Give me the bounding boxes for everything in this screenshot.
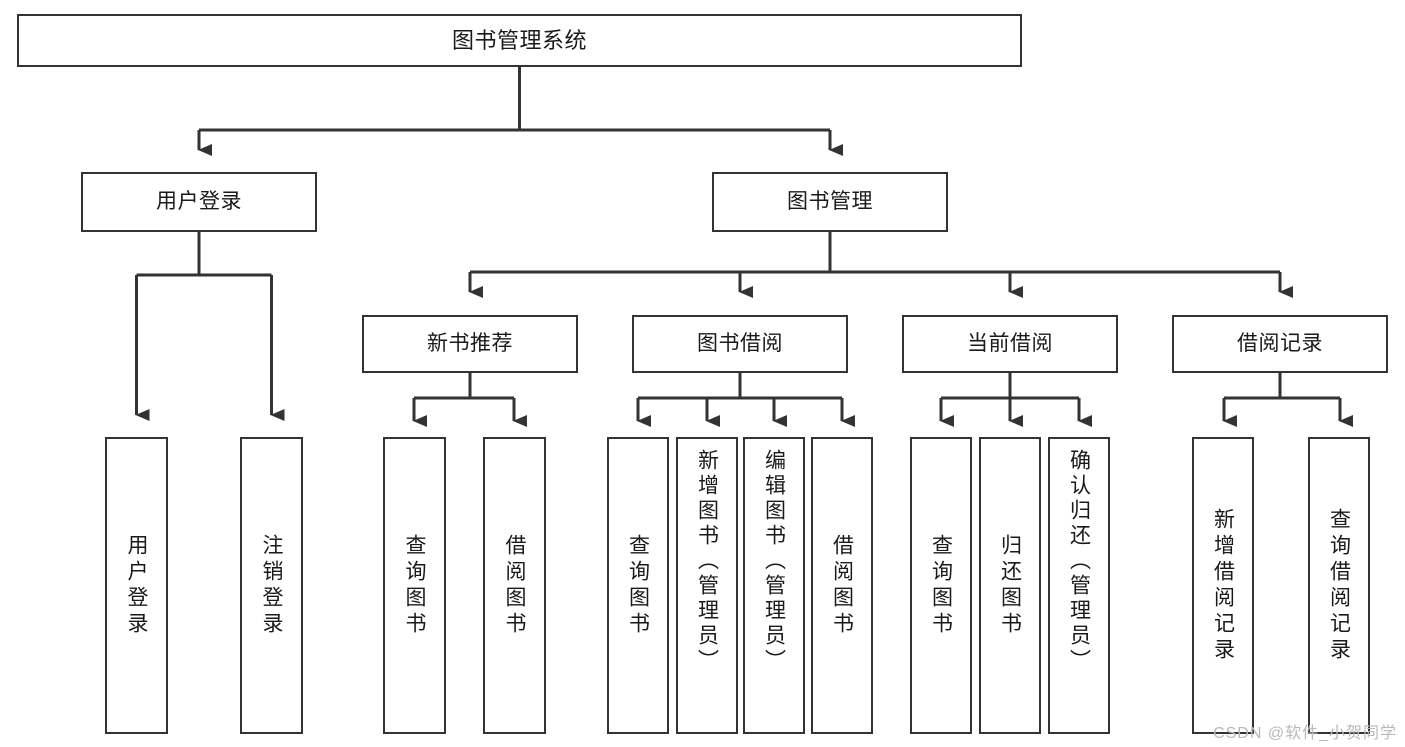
node-book-borrow[interactable]: 图书借阅: [632, 315, 848, 373]
node-label: 用户登录: [125, 533, 148, 638]
node-label: 确认归还（管理员）: [1067, 449, 1091, 674]
node-label: 查询图书: [929, 533, 953, 638]
node-leaf-confirm-return-admin[interactable]: 确认归还（管理员）: [1048, 437, 1110, 734]
node-leaf-borrow-book-2[interactable]: 借阅图书: [811, 437, 873, 734]
node-label: 借阅记录: [1237, 331, 1323, 355]
node-label: 归还图书: [998, 533, 1022, 638]
node-leaf-return-book[interactable]: 归还图书: [979, 437, 1041, 734]
node-leaf-query-book-2[interactable]: 查询图书: [607, 437, 669, 734]
node-leaf-query-book-3[interactable]: 查询图书: [910, 437, 972, 734]
node-label: 查询图书: [403, 533, 426, 638]
node-leaf-query-book-1[interactable]: 查询图书: [383, 437, 446, 734]
node-label: 图书借阅: [697, 331, 783, 355]
node-new-book-recommend[interactable]: 新书推荐: [362, 315, 578, 373]
node-label: 查询图书: [626, 533, 650, 638]
node-leaf-query-borrow-record[interactable]: 查询借阅记录: [1308, 437, 1370, 734]
node-root-system[interactable]: 图书管理系统: [17, 14, 1022, 67]
node-label: 查询借阅记录: [1327, 507, 1351, 664]
node-leaf-user-login[interactable]: 用户登录: [105, 437, 168, 734]
node-label: 新增图书（管理员）: [695, 449, 719, 674]
node-leaf-borrow-book-1[interactable]: 借阅图书: [483, 437, 546, 734]
node-borrow-record[interactable]: 借阅记录: [1172, 315, 1388, 373]
node-leaf-logout-login[interactable]: 注销登录: [240, 437, 303, 734]
node-user-login[interactable]: 用户登录: [81, 172, 317, 232]
node-leaf-edit-book-admin[interactable]: 编辑图书（管理员）: [743, 437, 805, 734]
node-label: 新增借阅记录: [1211, 507, 1235, 664]
node-label: 借阅图书: [503, 533, 526, 638]
node-current-borrow[interactable]: 当前借阅: [902, 315, 1118, 373]
node-label: 注销登录: [260, 533, 283, 638]
node-label: 编辑图书（管理员）: [762, 449, 786, 674]
node-book-management[interactable]: 图书管理: [712, 172, 948, 232]
node-leaf-add-book-admin[interactable]: 新增图书（管理员）: [676, 437, 738, 734]
node-leaf-add-borrow-record[interactable]: 新增借阅记录: [1192, 437, 1254, 734]
node-label: 用户登录: [156, 189, 242, 213]
node-label: 新书推荐: [427, 331, 513, 355]
node-label: 当前借阅: [967, 331, 1053, 355]
node-label: 图书管理系统: [451, 27, 587, 53]
node-label: 图书管理: [787, 189, 873, 213]
node-label: 借阅图书: [830, 533, 854, 638]
